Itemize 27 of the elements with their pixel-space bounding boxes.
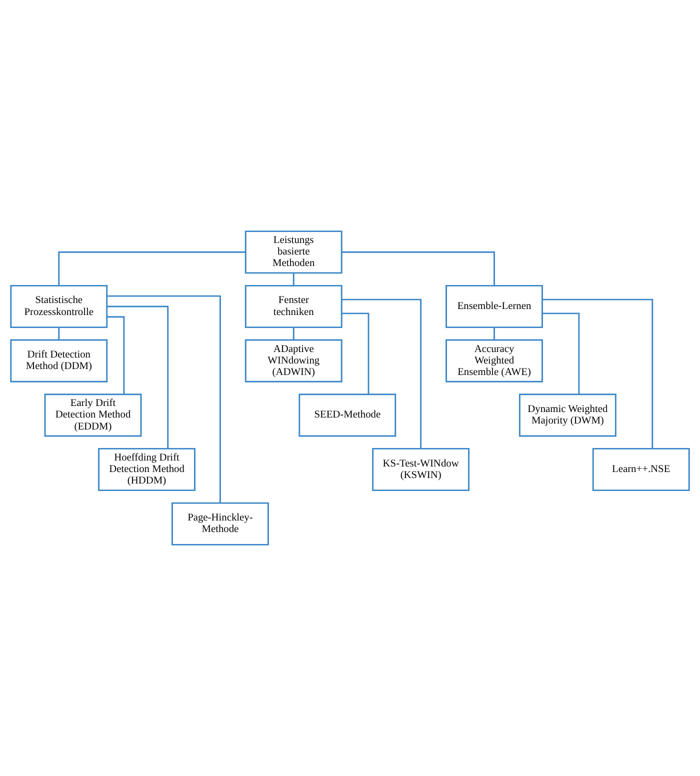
node-box: ADaptive WINdowing (ADWIN) — [244, 339, 342, 382]
node-box: SEED-Methode — [298, 394, 396, 437]
connector — [107, 295, 221, 504]
node-box: Statistische Prozesskontrolle — [10, 284, 108, 328]
connector — [107, 316, 125, 394]
node-box: Drift Detection Method (DDM) — [10, 339, 108, 382]
node-box: Accuracy Weighted Ensemble (AWE) — [446, 339, 543, 382]
node-box: Leistungs basierte Methoden — [244, 230, 342, 274]
connector — [342, 251, 495, 286]
connector — [542, 312, 580, 394]
node-box: Early Drift Detection Method (EDDM) — [44, 394, 142, 437]
connector — [542, 298, 654, 449]
connector — [292, 327, 294, 340]
connector — [58, 251, 246, 286]
node-box: Dynamic Weighted Majority (DWM) — [518, 394, 616, 437]
node-box: Ensemble-Lernen — [446, 284, 543, 328]
node-box: KS-Test-WINdow (KSWIN) — [372, 448, 470, 492]
connector — [292, 272, 294, 286]
node-box: Learn++.NSE — [592, 448, 690, 492]
connector — [342, 312, 370, 394]
node-box: Fenster techniken — [244, 284, 342, 328]
connector — [107, 306, 169, 449]
connector — [58, 327, 60, 340]
connector — [342, 298, 422, 449]
connector — [494, 327, 495, 340]
node-box: Page-Hinckley-Methode — [171, 502, 269, 546]
node-box: Hoeffding Drift Detection Method (HDDM) — [98, 448, 196, 492]
